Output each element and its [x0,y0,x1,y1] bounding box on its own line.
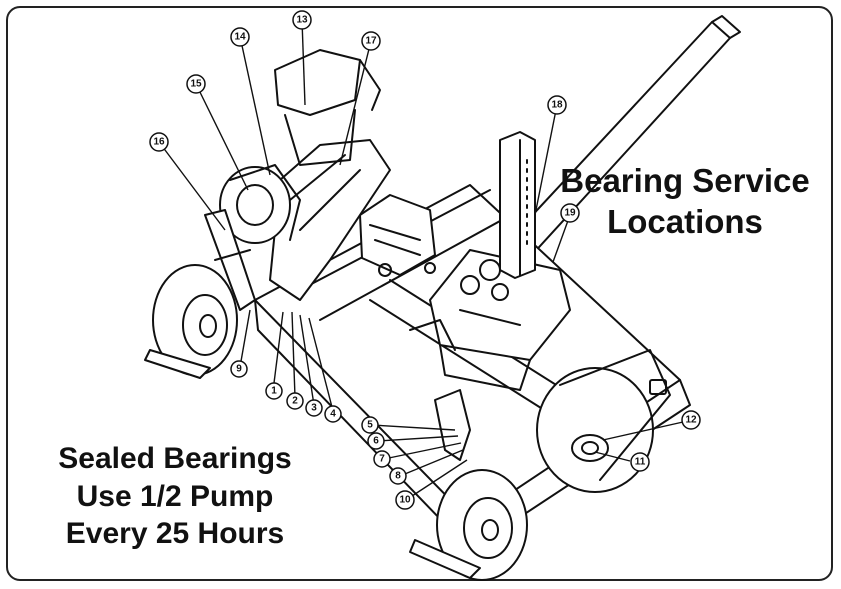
heading-line: Bearing Service [560,162,810,199]
callout-label: 9 [236,364,242,375]
leader-lines [158,19,684,499]
callout-16: 16 [149,132,169,152]
engine-block [359,194,436,277]
callout-9: 9 [230,360,248,378]
front-wheel [144,264,238,379]
bearing-service-heading: Bearing Service Locations [540,160,830,243]
callout-label: 10 [399,495,411,506]
sealed-bearings-note: Sealed Bearings Use 1/2 Pump Every 25 Ho… [20,440,330,553]
note-line: Every 25 Hours [65,517,285,550]
callout-1: 1 [265,382,283,400]
callout-label: 3 [311,403,317,414]
roller-drum [536,349,671,493]
callout-label: 5 [367,420,373,431]
side-arm [204,209,256,311]
hopper [274,49,381,166]
callout-label: 15 [190,79,202,90]
callout-label: 1 [271,386,277,397]
callout-label: 13 [296,15,308,26]
callout-label: 11 [635,457,646,468]
callout-4: 4 [324,405,342,423]
callout-5: 5 [361,416,379,434]
callout-label: 6 [373,436,379,447]
drive-housing [219,164,301,244]
callout-label: 17 [365,36,377,47]
callout-15: 15 [186,74,206,94]
jack-stand [499,131,536,279]
callout-label: 12 [685,415,697,426]
callout-label: 2 [292,396,298,407]
fuel-tank [429,249,571,391]
rear-bracket [409,319,471,461]
callout-label: 8 [395,471,401,482]
note-line: Use 1/2 Pump [76,479,274,513]
callout-14: 14 [230,27,250,47]
callout-6: 6 [367,432,385,450]
rear-wheel [409,469,528,581]
callout-label: 19 [564,208,576,219]
callout-17: 17 [361,31,381,51]
callout-11: 11 [630,452,650,472]
callout-10: 10 [395,490,415,510]
callout-19: 19 [560,203,580,223]
callout-3: 3 [305,399,323,417]
callout-2: 2 [286,392,304,410]
callout-label: 4 [330,409,336,420]
heading-line: Locations [607,203,763,241]
callout-8: 8 [389,467,407,485]
callout-markers: 1 2 3 4 5 6 7 8 9 10 11 12 13 14 15 16 1… [149,10,701,510]
callout-12: 12 [681,410,701,430]
note-line: Sealed Bearings [58,442,292,475]
seat [269,139,391,301]
callout-label: 16 [153,137,165,148]
callout-label: 14 [234,32,246,43]
callout-7: 7 [373,450,391,468]
callout-18: 18 [547,95,567,115]
callout-label: 7 [379,454,385,465]
callout-label: 18 [551,100,563,111]
callout-13: 13 [292,10,312,30]
